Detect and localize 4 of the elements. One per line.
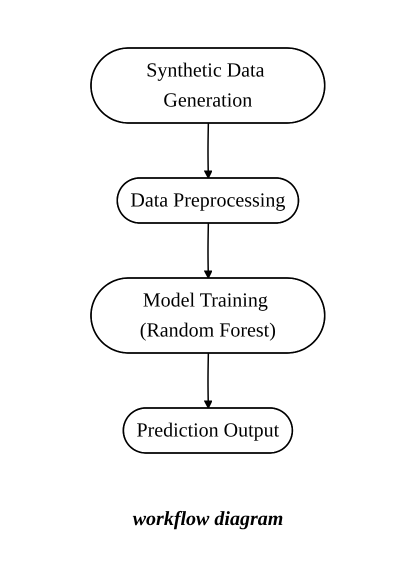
arrow xyxy=(204,122,213,178)
caption: workflow diagram xyxy=(132,508,284,531)
arrow xyxy=(204,352,213,408)
arrow xyxy=(204,222,213,278)
